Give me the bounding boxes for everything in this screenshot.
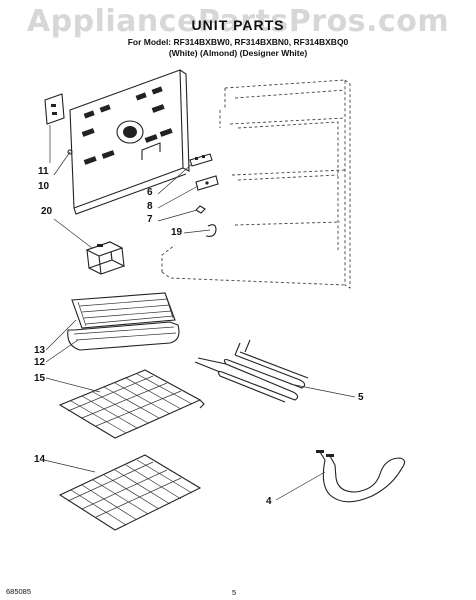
- part-4-bake-element: [316, 450, 406, 503]
- part-12-broiler-pan: [67, 321, 180, 351]
- model-list: For Model: RF314BXBW0, RF314BXBN0, RF314…: [127, 37, 349, 47]
- callout-10: 10: [38, 181, 50, 192]
- callout-8: 8: [147, 201, 153, 212]
- callout-7: 7: [147, 214, 153, 225]
- part-20-box: [85, 241, 125, 275]
- part-15-oven-rack: [58, 369, 205, 439]
- callout-6: 6: [147, 187, 153, 198]
- page-number: 5: [232, 588, 237, 597]
- part-10-clip: [67, 149, 73, 155]
- part-19-wire: [205, 224, 217, 237]
- callout-14: 14: [34, 454, 46, 465]
- part-7-clip: [195, 205, 206, 214]
- callout-4: 4: [266, 496, 272, 507]
- watermark: AppliancePartsPros.com: [26, 4, 450, 39]
- rear-panel: [69, 69, 190, 215]
- callout-15: 15: [34, 373, 46, 384]
- callout-20: 20: [41, 206, 53, 217]
- callout-12: 12: [34, 357, 46, 368]
- color-list: (White) (Almond) (Designer White): [168, 48, 308, 58]
- document-number: 685085: [6, 587, 32, 596]
- part-14-oven-rack: [58, 454, 202, 531]
- callout-19: 19: [171, 227, 183, 238]
- callout-11: 11: [38, 166, 49, 177]
- part-6-terminal-block: [189, 153, 213, 167]
- part-13-broiler-grid: [71, 292, 176, 329]
- part-11-bracket: [44, 93, 65, 125]
- page-title: UNIT PARTS: [191, 17, 285, 33]
- part-8-bracket: [195, 175, 219, 191]
- callout-13: 13: [34, 345, 46, 356]
- leader-lines: [43, 125, 356, 501]
- part-5-broil-element: [194, 339, 309, 403]
- oven-cavity-outline: [161, 79, 351, 289]
- callout-5: 5: [358, 392, 364, 403]
